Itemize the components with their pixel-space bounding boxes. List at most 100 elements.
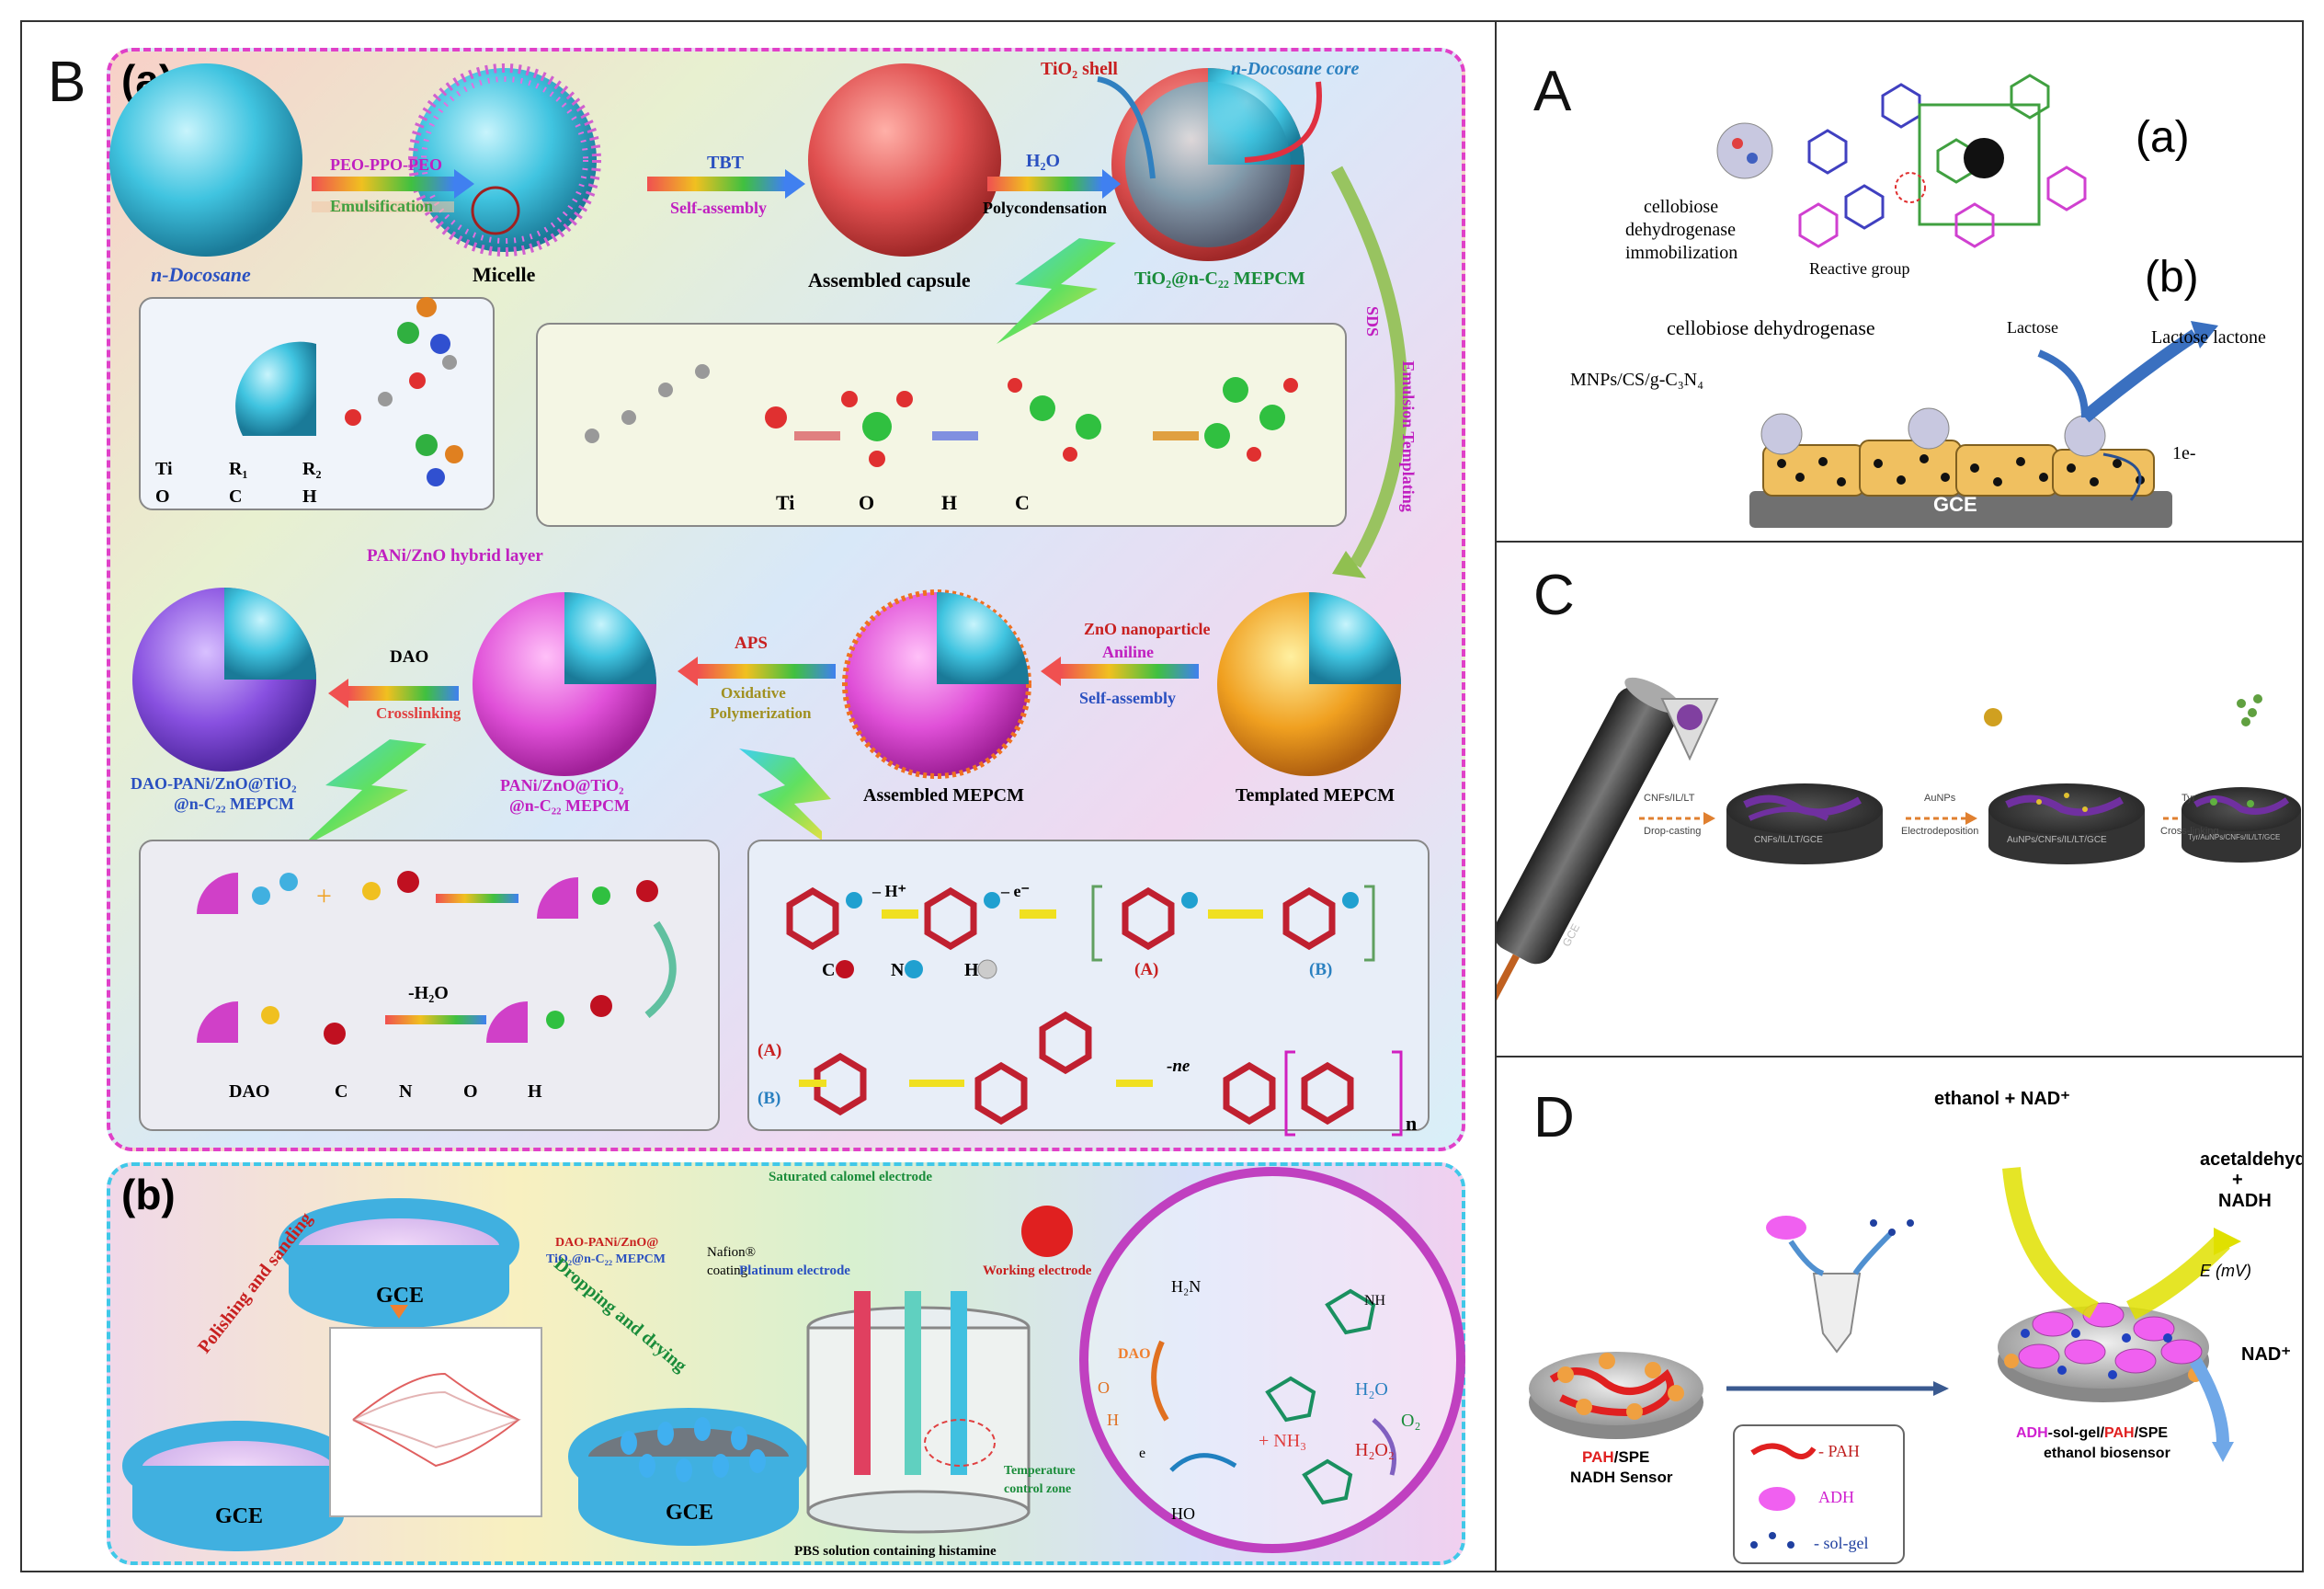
label-ho: HO: [1171, 1504, 1195, 1523]
benzene-rings: [786, 886, 1354, 1126]
label-micelle: Micelle: [473, 263, 536, 286]
legend-adh: ADH: [1818, 1488, 1854, 1506]
label-1e: 1e-: [2172, 443, 2196, 463]
label-d-nad: NAD⁺: [2241, 1344, 2291, 1365]
mnp-black: [1964, 138, 2004, 178]
label-c-step2b: Electrodeposition: [1901, 826, 1979, 837]
legend2-ti: Ti: [776, 491, 795, 514]
label-pani-zno: PANi/ZnO@TiO₂: [500, 776, 624, 794]
legend4-h: H: [964, 960, 979, 980]
panel-b-graphics: +: [109, 63, 1465, 1553]
adh-sol-gel-dish: [1998, 1302, 2209, 1402]
svg-text:+: +: [316, 881, 332, 911]
label-tio2-mepcm: TiO₂@n-C₂₂ MEPCM: [1134, 269, 1305, 289]
label-cdh-3: immobilization: [1625, 243, 1738, 263]
label-pani-zno-2: @n-C₂₂ MEPCM: [509, 796, 631, 815]
legend1-o: O: [155, 486, 170, 507]
panel-a-graphics: [1716, 74, 2218, 528]
legend2-o: O: [859, 491, 875, 514]
label-d-plus: +: [2232, 1170, 2243, 1190]
label-nh3: + NH₃: [1259, 1431, 1307, 1451]
label-d-pah-spe: PAH/SPE: [1582, 1448, 1649, 1467]
label-assembled-mepcm: Assembled MEPCM: [863, 785, 1024, 806]
gce-rod: [1497, 677, 1683, 1023]
legend3-dao: DAO: [229, 1081, 270, 1102]
legend2-c: C: [1015, 491, 1030, 514]
legend1-c: C: [229, 486, 243, 507]
eppendorf-tube: [1812, 1273, 1862, 1354]
panel-a-sub-b: (b): [2145, 253, 2199, 302]
section-b-label: (b): [121, 1171, 176, 1218]
label-e-b: e: [1139, 1446, 1146, 1461]
label-assembled-capsule: Assembled capsule: [808, 269, 971, 292]
label-B2: (B): [758, 1089, 781, 1108]
legend1-h: H: [302, 486, 317, 507]
label-lactone: Lactose lactone: [2151, 327, 2266, 348]
label-crosslinking: Crosslinking: [376, 704, 461, 722]
sun-icon: [1021, 1206, 1073, 1257]
label-gce-1: GCE: [376, 1284, 425, 1308]
label-h2o: H₂O: [1026, 151, 1061, 171]
label-gce-a: GCE: [1933, 493, 1977, 516]
molecule-box-1: [139, 297, 495, 510]
label-h2o-b: H₂O: [1355, 1379, 1388, 1400]
lightning-3: [739, 749, 831, 840]
label-A: (A): [1134, 960, 1159, 979]
disk-2: [1988, 783, 2145, 864]
label-zno: ZnO nanoparticle: [1084, 620, 1211, 638]
legend3-o: O: [463, 1081, 478, 1102]
label-working: Working electrode: [983, 1263, 1092, 1278]
label-d-pah: PAH: [2104, 1425, 2135, 1441]
label-self-assembly: Self-assembly: [670, 199, 767, 217]
label-d-ethanol: ethanol + NAD⁺: [1934, 1089, 2070, 1109]
label-d-emv: E (mV): [2200, 1262, 2251, 1280]
label-h-plus: – H⁺: [872, 882, 907, 900]
legend3-n: N: [399, 1081, 413, 1102]
disk-3: [2182, 787, 2301, 863]
aniline-box: [747, 840, 1430, 1131]
legend-box: [1733, 1424, 1905, 1564]
label-B: (B): [1309, 960, 1333, 979]
label-h2n: H₂N: [1171, 1277, 1202, 1296]
label-pbs: PBS solution containing histamine: [794, 1544, 997, 1559]
micelle-sphere: [408, 63, 601, 257]
label-cdh-1: cellobiose: [1644, 197, 1719, 217]
label-core: n-Docosane core: [1231, 59, 1360, 79]
label-pani-layer: PANi/ZnO hybrid layer: [367, 546, 543, 566]
assembled-capsule-sphere: [808, 63, 1001, 257]
gce-electrode: [1749, 491, 2172, 528]
label-nafion: Nafion®: [707, 1245, 757, 1260]
label-sds: SDS: [1363, 305, 1383, 337]
label-c-step1: CNFs/IL/LT: [1644, 793, 1695, 804]
label-c-disk2: AuNPs/CNFs/IL/LT/GCE: [2007, 835, 2107, 845]
legend-pah: - PAH: [1818, 1442, 1860, 1460]
label-minus-h2o: -H₂O: [408, 983, 449, 1003]
label-mnps: MNPs/CS/g-C₃N₄: [1570, 370, 1704, 390]
label-tio2-shell: TiO₂ shell: [1041, 59, 1118, 79]
label-emulsion-templating: Emulsion Templating: [1398, 360, 1418, 512]
label-reactive: Reactive group: [1809, 259, 1910, 278]
label-dao-b: DAO: [1118, 1346, 1151, 1362]
label-lactose: Lactose: [2007, 318, 2058, 337]
label-d-spe: /SPE: [2134, 1425, 2169, 1441]
lightning-1: [997, 238, 1116, 344]
label-d-pah-spe-pah: PAH: [1582, 1448, 1614, 1466]
label-h: H: [1107, 1411, 1119, 1429]
label-d-nadh: NADH: [2218, 1191, 2272, 1211]
label-ne: -ne: [1167, 1057, 1190, 1076]
label-polycondensation: Polycondensation: [983, 199, 1108, 217]
label-e-minus: – e⁻: [1001, 882, 1030, 900]
label-h2o2: H₂O₂: [1355, 1440, 1395, 1460]
legend1-r2: R₂: [302, 459, 322, 479]
ethanol-arrow: [2002, 1167, 2100, 1319]
label-temp-2: control zone: [1004, 1482, 1072, 1496]
label-gce-2: GCE: [215, 1504, 264, 1528]
n-docosane-sphere: [109, 63, 302, 257]
legend4-c: C: [822, 960, 836, 980]
label-peo: PEO-PPO-PEO: [330, 155, 442, 174]
molecule-box-2: [536, 323, 1347, 527]
label-tbt: TBT: [707, 153, 745, 173]
label-c-disk1: CNFs/IL/LT/GCE: [1754, 835, 1823, 845]
legend3-h: H: [528, 1081, 542, 1102]
label-cdh-2: dehydrogenase: [1625, 220, 1736, 240]
